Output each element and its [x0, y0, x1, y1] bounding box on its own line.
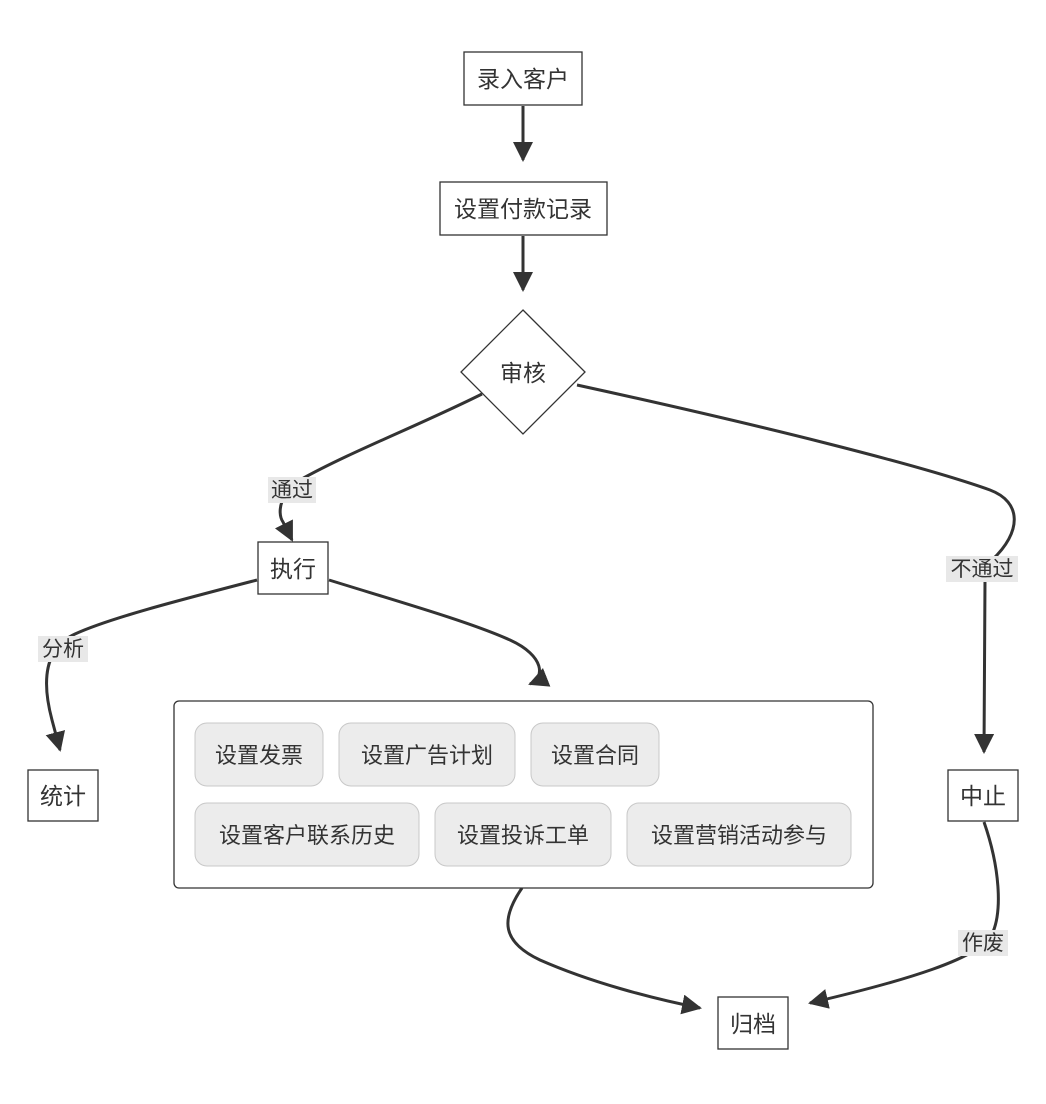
node-execute-label: 执行: [270, 557, 316, 583]
edge-execute-to-group: [328, 578, 551, 687]
pill-set-contract: 设置合同: [530, 722, 660, 787]
edges: [45, 106, 1016, 1015]
edge-review-to-execute: [275, 392, 483, 542]
node-review-decision: 审核: [460, 309, 586, 435]
node-execute: 执行: [257, 541, 329, 595]
edge-review-to-terminate: [576, 383, 1016, 754]
node-set-payment: 设置付款记录: [439, 181, 608, 236]
node-review-label: 审核: [500, 361, 546, 387]
node-enter-customer: 录入客户: [463, 51, 583, 106]
edge-label-pass: 通过: [271, 478, 313, 502]
edge-label-fail: 不通过: [951, 557, 1014, 581]
pill-set-contact-history: 设置客户联系历史: [194, 802, 420, 867]
edge-labels: 通过 不通过 分析 作废: [38, 477, 1018, 956]
pill-set-invoice-label: 设置发票: [215, 744, 303, 769]
pill-set-ad-plan: 设置广告计划: [338, 722, 516, 787]
pill-set-invoice: 设置发票: [194, 722, 324, 787]
edge-execute-to-statistics: [45, 578, 258, 752]
node-terminate: 中止: [947, 769, 1019, 822]
pill-set-campaign-participation: 设置营销活动参与: [626, 802, 852, 867]
node-archive: 归档: [717, 996, 789, 1050]
pill-set-ad-plan-label: 设置广告计划: [361, 744, 493, 769]
nodes: 录入客户 设置付款记录 审核 执行 统计 中止 归档: [27, 51, 1019, 1050]
edge-group-to-archive: [506, 887, 702, 1015]
node-terminate-label: 中止: [960, 784, 1006, 810]
pill-set-contact-history-label: 设置客户联系历史: [219, 824, 395, 849]
pill-set-complaint-ticket: 设置投诉工单: [434, 802, 612, 867]
node-enter-customer-label: 录入客户: [477, 67, 569, 93]
node-archive-label: 归档: [730, 1012, 776, 1038]
edge-label-analyze: 分析: [42, 637, 84, 661]
pill-set-contract-label: 设置合同: [551, 744, 639, 769]
pill-set-campaign-participation-label: 设置营销活动参与: [651, 824, 827, 849]
node-statistics-label: 统计: [40, 784, 86, 810]
node-set-payment-label: 设置付款记录: [454, 197, 592, 223]
pill-set-complaint-ticket-label: 设置投诉工单: [457, 824, 589, 849]
edge-label-void: 作废: [962, 931, 1004, 955]
node-statistics: 统计: [27, 769, 99, 822]
settings-group: 设置发票 设置广告计划 设置合同 设置客户联系历史 设置投诉工单 设置营销活动参…: [173, 700, 874, 889]
